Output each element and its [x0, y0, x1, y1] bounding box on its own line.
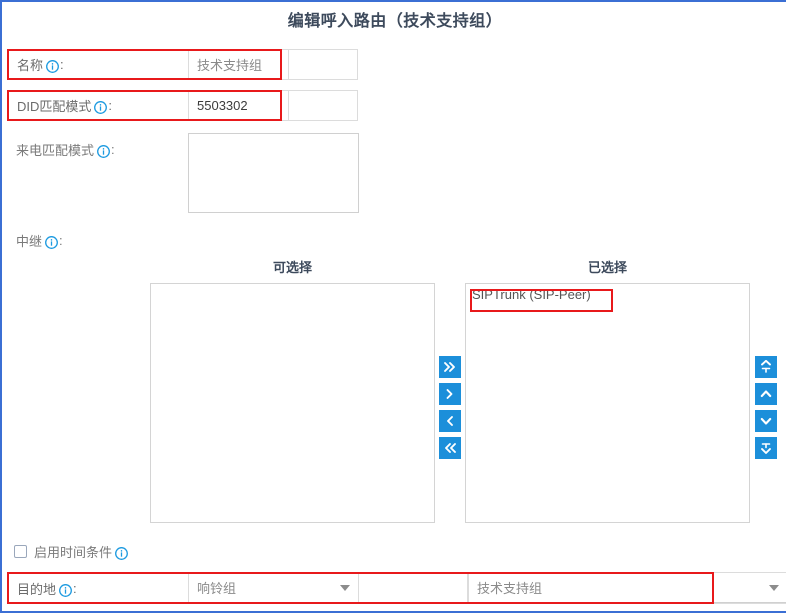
- caller-pattern-textarea-box: [188, 133, 359, 213]
- info-icon[interactable]: [59, 583, 72, 597]
- info-icon[interactable]: [45, 236, 58, 249]
- caller-pattern-textarea[interactable]: [189, 134, 358, 212]
- list-item[interactable]: SIPTrunk (SIP-Peer): [472, 287, 591, 302]
- trunk-label-text: 中继: [16, 234, 43, 249]
- available-list[interactable]: [150, 283, 435, 523]
- selected-list-header: 已选择: [587, 260, 627, 275]
- available-list-header: 可选择: [272, 260, 312, 275]
- trunk-label-colon: :: [59, 233, 63, 248]
- destination-label: 目的地 :: [7, 572, 188, 604]
- name-label-text: 名称: [17, 58, 44, 73]
- page-title: 编辑呼入路由（技术支持组）: [287, 13, 503, 30]
- destination-type-value: 响铃组: [197, 581, 237, 596]
- caller-pattern-label-colon: :: [111, 142, 115, 157]
- name-row-spacer: [288, 49, 358, 80]
- destination-row-spacer: [358, 572, 468, 604]
- chevron-down-icon: [340, 584, 350, 591]
- destination-type-cell: 响铃组: [188, 572, 358, 604]
- did-pattern-input-cell: [188, 90, 288, 121]
- destination-target-cell: 技术支持组: [468, 572, 786, 604]
- destination-target-value: 技术支持组: [477, 581, 543, 596]
- enable-time-condition-label: 启用时间条件: [34, 545, 113, 560]
- trunk-label: 中继 :: [16, 231, 63, 250]
- move-to-bottom-button[interactable]: [755, 437, 777, 459]
- name-label-colon: :: [60, 57, 64, 72]
- destination-label-text: 目的地: [17, 581, 57, 597]
- did-pattern-input[interactable]: [189, 91, 288, 120]
- name-label: 名称 :: [7, 49, 188, 80]
- move-down-button[interactable]: [755, 410, 777, 432]
- did-row-spacer: [288, 90, 358, 121]
- move-to-top-button[interactable]: [755, 356, 777, 378]
- move-up-button[interactable]: [755, 383, 777, 405]
- name-input-cell: [188, 49, 288, 80]
- move-all-right-button[interactable]: [439, 356, 461, 378]
- destination-type-select[interactable]: 响铃组: [189, 573, 358, 603]
- chevron-down-icon: [769, 584, 779, 591]
- move-right-button[interactable]: [439, 383, 461, 405]
- selected-list[interactable]: SIPTrunk (SIP-Peer): [465, 283, 750, 523]
- move-left-button[interactable]: [439, 410, 461, 432]
- enable-time-condition-row[interactable]: 启用时间条件: [14, 542, 129, 561]
- info-icon[interactable]: [46, 60, 59, 73]
- form-row-name: 名称 :: [7, 49, 358, 80]
- name-input[interactable]: [189, 50, 288, 79]
- enable-time-condition-checkbox[interactable]: [14, 545, 27, 558]
- caller-pattern-label: 来电匹配模式 :: [16, 140, 115, 159]
- did-pattern-label-colon: :: [108, 98, 113, 113]
- destination-label-colon: :: [73, 580, 77, 596]
- did-pattern-label-text: DID匹配模式: [17, 99, 92, 114]
- info-icon[interactable]: [115, 547, 128, 560]
- destination-target-select[interactable]: 技术支持组: [469, 573, 786, 603]
- form-row-destination: 目的地 : 响铃组 技术支持组: [7, 572, 786, 604]
- move-all-left-button[interactable]: [439, 437, 461, 459]
- form-row-did-pattern: DID匹配模式 :: [7, 90, 358, 121]
- info-icon[interactable]: [97, 145, 110, 158]
- did-pattern-label: DID匹配模式 :: [7, 90, 188, 121]
- info-icon[interactable]: [94, 101, 108, 114]
- caller-pattern-label-text: 来电匹配模式: [16, 143, 95, 158]
